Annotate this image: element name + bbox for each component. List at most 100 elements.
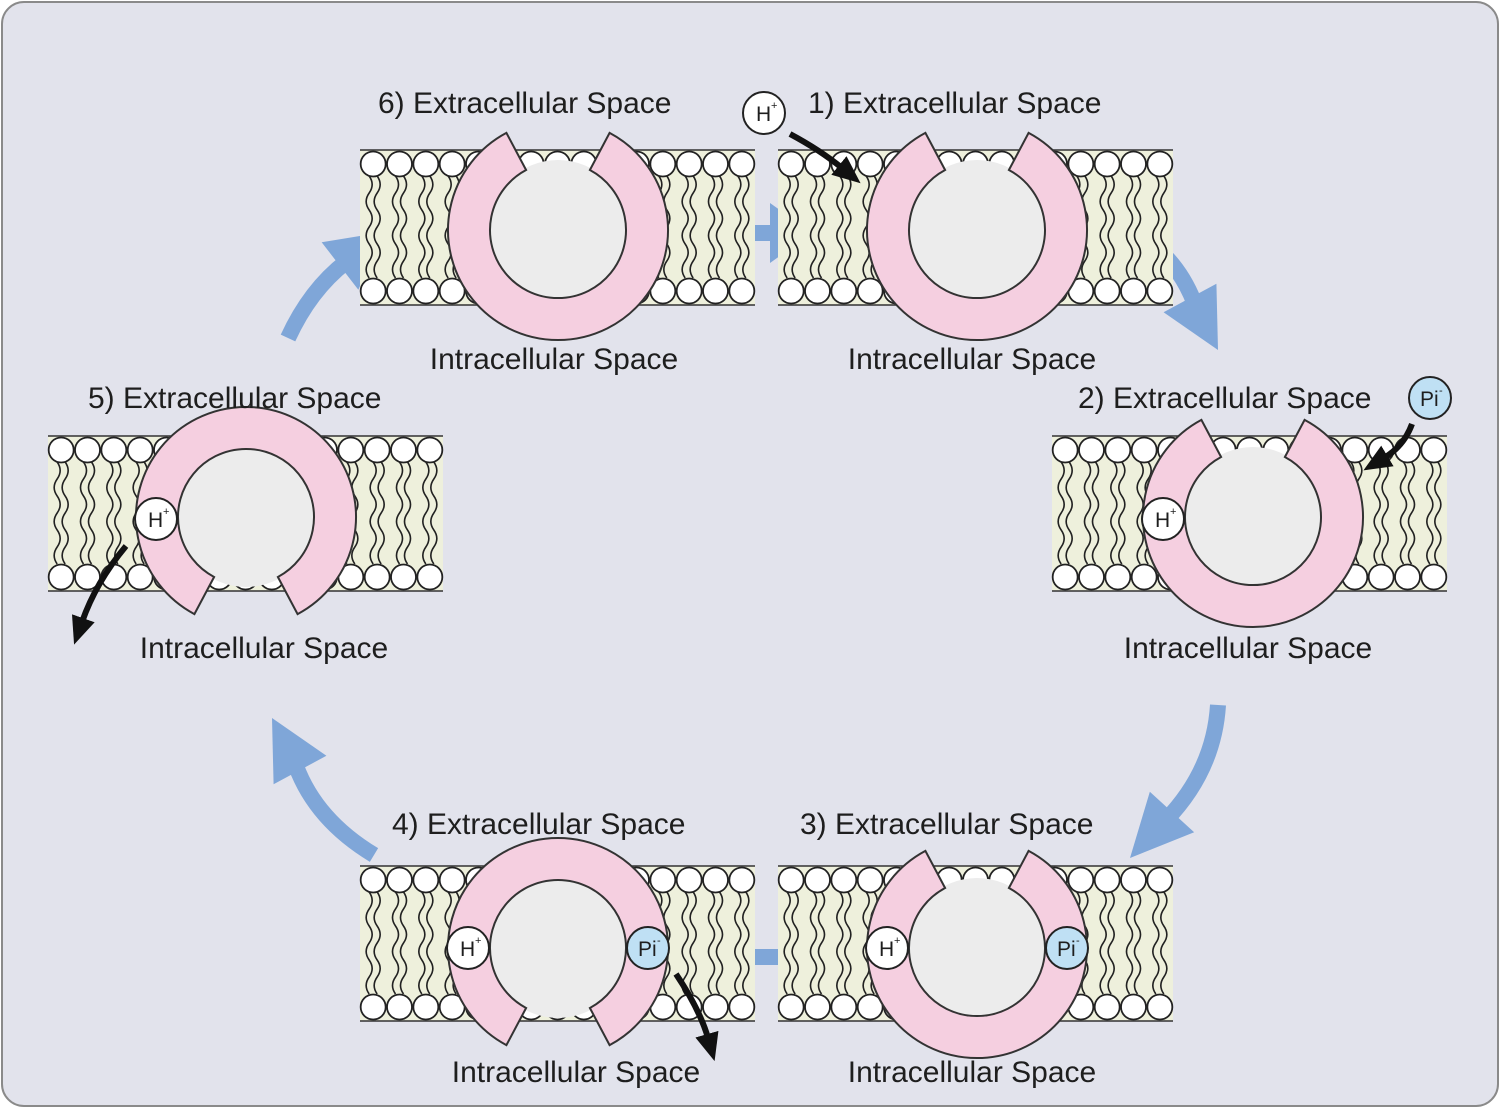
phosphate-ion: Pi- [1408,376,1452,420]
ion-charge: + [163,506,169,518]
intracellular-label: Intracellular Space [140,632,388,665]
lipid-head [1104,563,1132,591]
lipid-tail [87,461,96,565]
ion-charge: - [657,935,661,947]
proton-symbol: H [460,938,475,961]
lipid-tail [418,175,426,279]
extracellular-label: 4) Extracellular Space [392,808,685,841]
lipid-tail [742,891,750,995]
lipid-head [728,866,756,894]
lipid-tail [707,891,716,995]
lipid-head [675,866,703,894]
lipid-tail [817,175,826,279]
lipid-tail [373,891,381,995]
lipid-head [1093,277,1121,305]
phosphate-symbol: Pi [1420,388,1439,411]
lipid-head [1067,150,1095,178]
proton-ion: H+ [446,926,490,970]
lipid-head [702,277,729,305]
protein-body [1142,418,1364,628]
ion-charge: + [475,935,481,947]
lipid-head [1367,563,1395,591]
ion-charge: + [894,935,900,947]
lipid-head [856,866,884,894]
lipid-head [1078,436,1105,464]
lipid-tail [1118,461,1126,565]
lipid-head [1067,866,1095,894]
lipid-head [830,277,858,305]
lipid-head [804,866,831,894]
lipid-head [649,866,677,894]
lipid-head [438,277,466,305]
lipid-head [47,563,75,591]
lipid-tail [1091,461,1100,565]
lipid-tail [391,175,400,279]
arrow-4-to-5 [272,718,379,862]
lipid-head [830,866,858,894]
lipid-tail [1152,175,1160,279]
lipid-tail [1434,461,1442,565]
lipid-head [1051,563,1079,591]
lipid-head [649,150,677,178]
lipid-head [1420,563,1448,591]
lipid-head [47,436,75,464]
lipid-tail [377,461,385,565]
lipid-head [1078,563,1105,591]
lipid-tail [365,891,373,995]
phosphate-ion: Pi- [626,926,670,970]
lipid-head [386,993,413,1021]
lipid-head [1093,150,1121,178]
lipid-tail [403,461,412,565]
lipid-head [702,150,729,178]
protein-pore [907,878,1047,1018]
lipid-head [412,277,440,305]
lipid-tail [1125,891,1134,995]
lipid-head [1420,436,1448,464]
lipid-head [74,563,101,591]
lipid-tail [817,891,826,995]
lipid-tail [369,461,377,565]
lipid-tail [1125,175,1134,279]
lipid-tail [836,175,844,279]
lipid-tail [1107,175,1115,279]
lipid-tail [707,175,716,279]
protein-body [447,131,669,341]
lipid-head [100,436,128,464]
lipid-head [804,993,831,1021]
lipid-head [1093,993,1121,1021]
lipid-head [1120,993,1147,1021]
phosphate-ion: Pi- [1045,926,1089,970]
lipid-head [438,866,466,894]
lipid-tail [395,461,404,565]
lipid-tail [1407,461,1416,565]
ion-charge: - [1076,935,1080,947]
lipid-head [830,993,858,1021]
lipid-tail [1426,461,1434,565]
proton-ion: H+ [134,497,178,541]
extracellular-label: 3) Extracellular Space [800,808,1093,841]
lipid-head [856,993,884,1021]
transporter-protein [866,131,1088,341]
lipid-tail [61,461,69,565]
lipid-head [359,993,387,1021]
lipid-tail [106,461,114,565]
lipid-tail [399,891,408,995]
lipid-tail [1107,891,1115,995]
lipid-tail [418,891,426,995]
lipid-head [777,993,805,1021]
lipid-head [1051,436,1079,464]
protein-body [866,131,1088,341]
ion-charge: + [771,100,777,112]
proton-ion: H+ [1141,497,1185,541]
lipid-head [363,563,391,591]
lipid-tail [1373,461,1381,565]
lipid-tail [53,461,61,565]
lipid-head [856,150,884,178]
lipid-head [702,993,729,1021]
lipid-tail [1057,461,1065,565]
lipid-tail [373,175,381,279]
